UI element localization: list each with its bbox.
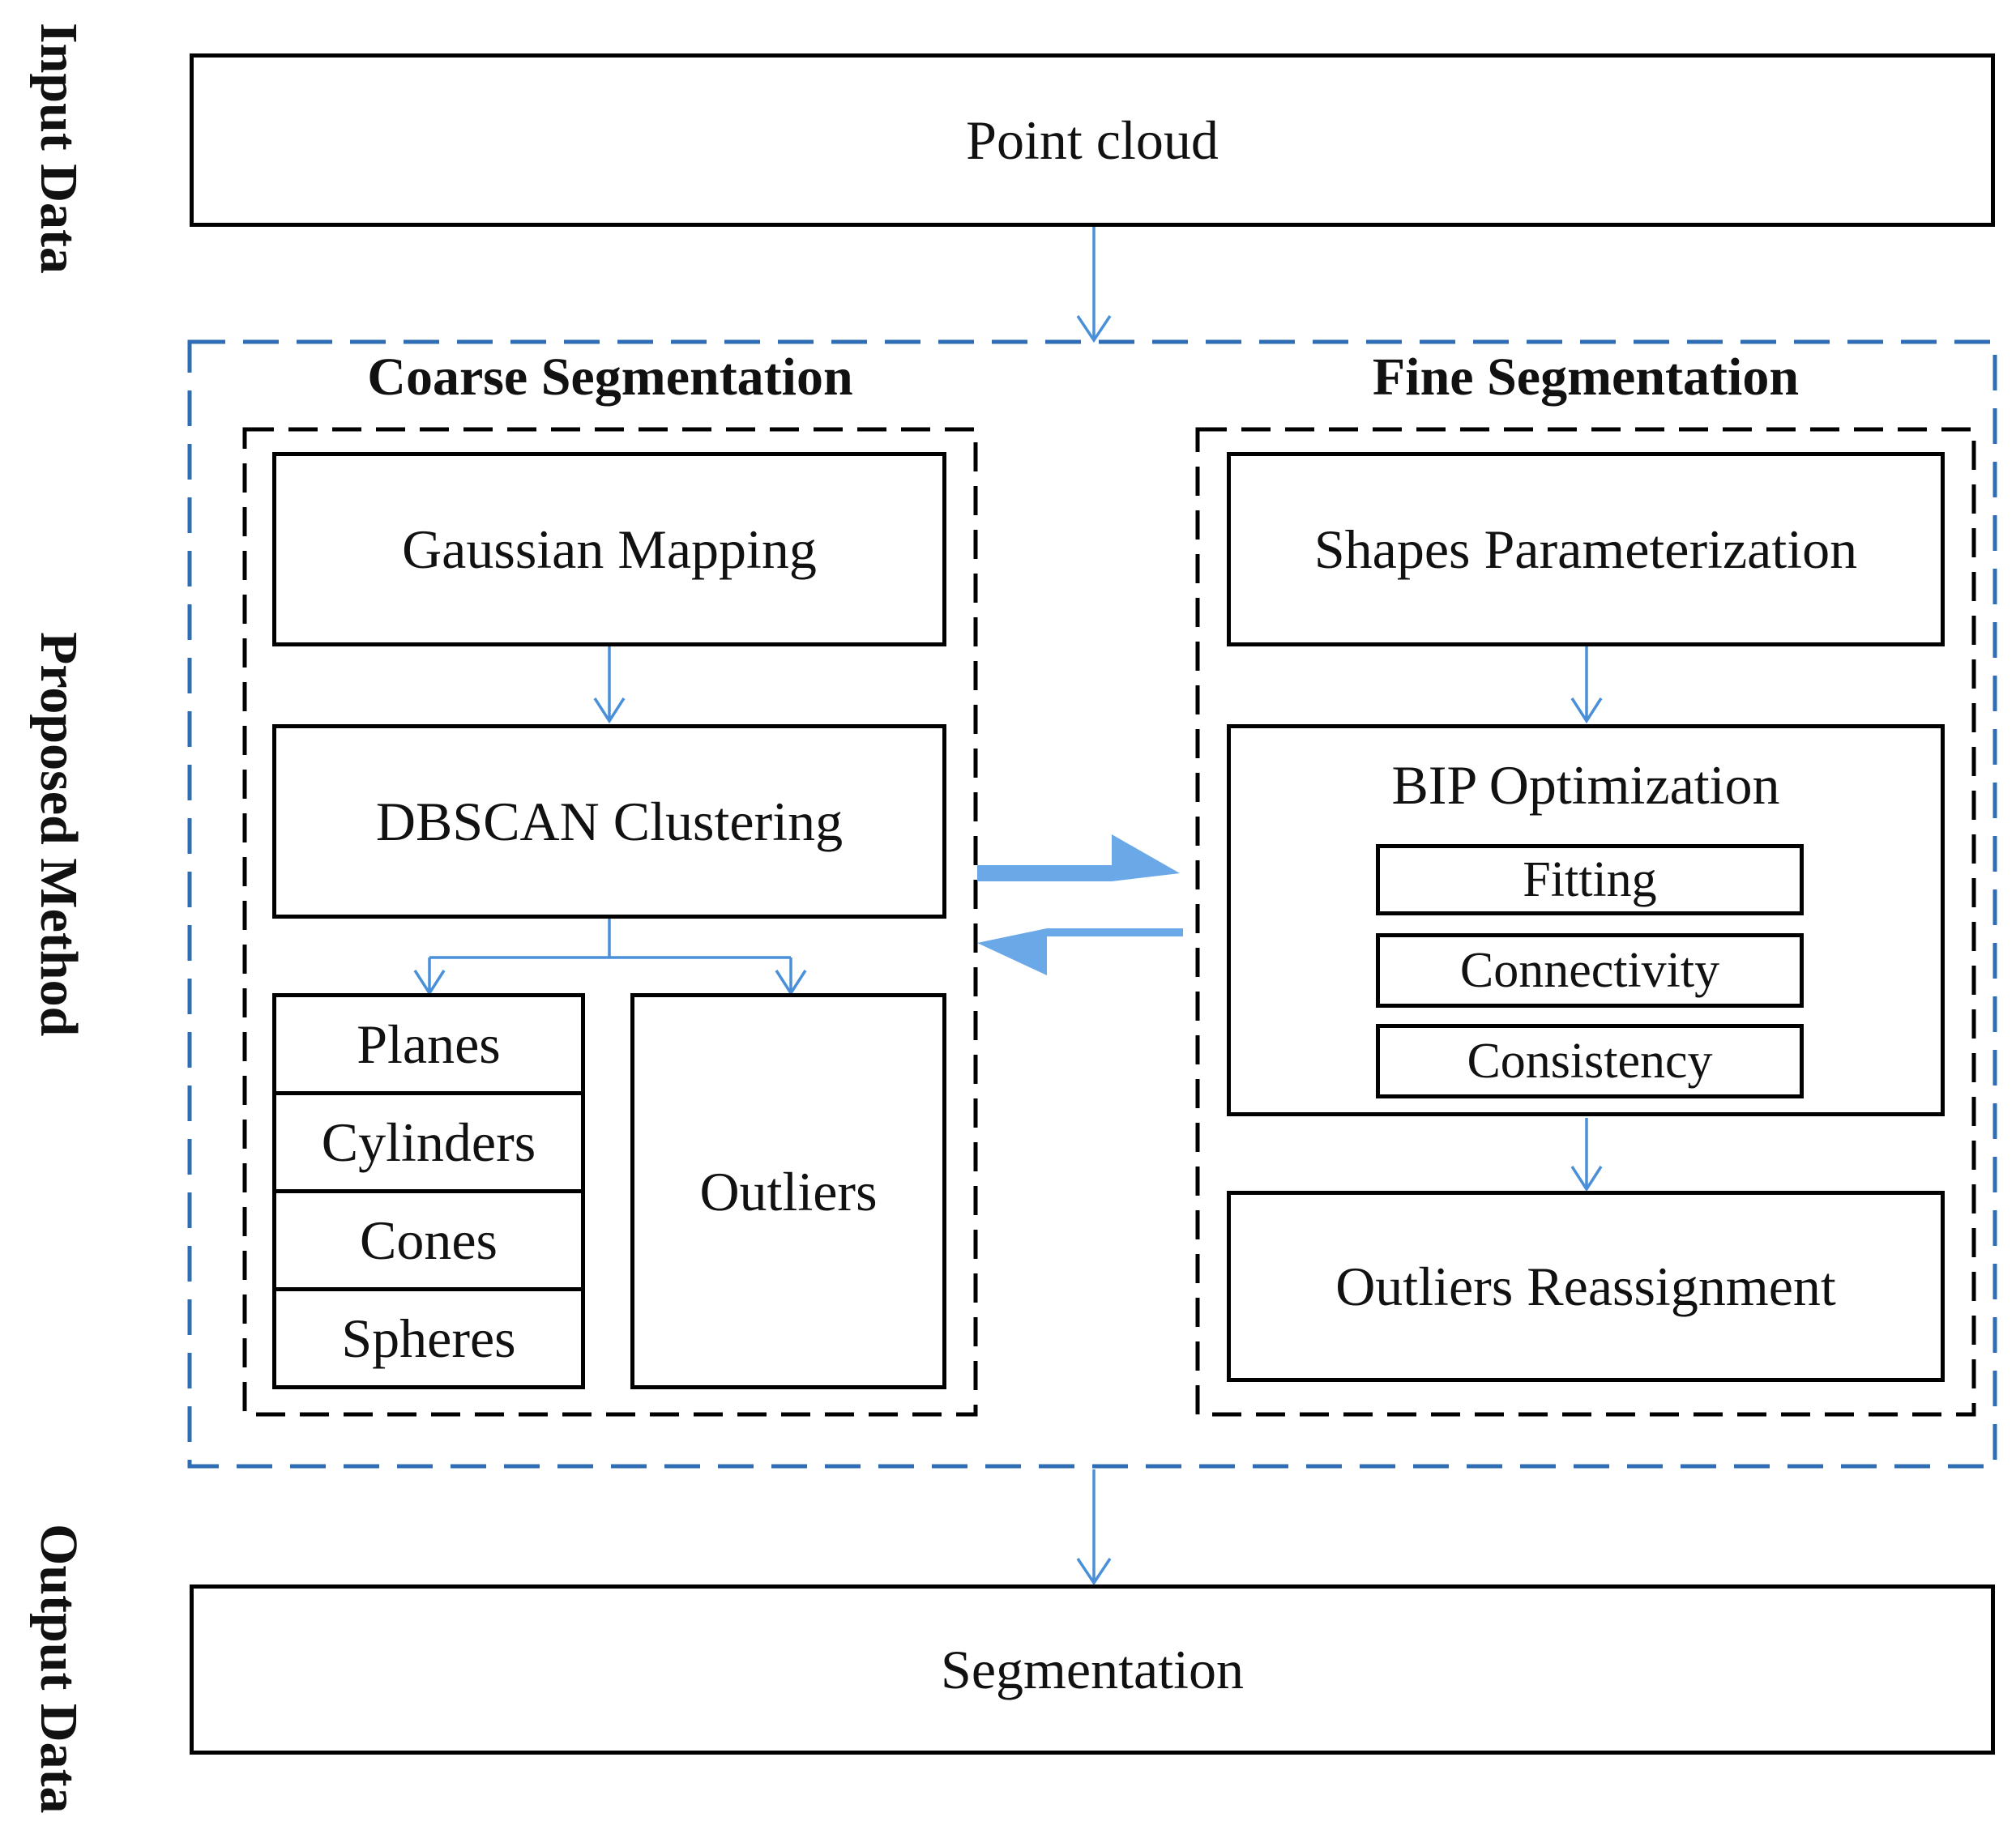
primitive-cylinders-box: Cylinders bbox=[272, 1091, 585, 1193]
primitive-cones-label: Cones bbox=[360, 1209, 498, 1271]
input-point-cloud-label: Point cloud bbox=[966, 109, 1219, 171]
coarse-segmentation-title: Coarse Segmentation bbox=[367, 348, 853, 407]
bip-optimization-box: BIP Optimization bbox=[1227, 724, 1945, 1116]
arrow-method-to-output-head bbox=[1076, 1558, 1112, 1586]
arrow-shapes-to-bip-head bbox=[1570, 697, 1603, 724]
outliers-label: Outliers bbox=[699, 1160, 878, 1222]
arrow-branch-right-head bbox=[775, 970, 807, 996]
gaussian-mapping-label: Gaussian Mapping bbox=[402, 518, 817, 580]
arrow-dbscan-branch bbox=[428, 919, 792, 992]
primitive-cylinders-label: Cylinders bbox=[321, 1111, 536, 1173]
dbscan-clustering-box: DBSCAN Clustering bbox=[272, 724, 946, 919]
criterion-fitting-label: Fitting bbox=[1523, 852, 1657, 907]
criterion-connectivity-box: Connectivity bbox=[1376, 933, 1804, 1008]
primitive-planes-box: Planes bbox=[272, 993, 585, 1095]
side-label-output: Output Data bbox=[29, 1524, 88, 1814]
side-label-input: Input Data bbox=[29, 23, 88, 274]
side-label-method: Proposed Method bbox=[29, 632, 88, 1037]
primitive-spheres-box: Spheres bbox=[272, 1287, 585, 1389]
output-segmentation-box: Segmentation bbox=[190, 1584, 1995, 1755]
primitive-spheres-label: Spheres bbox=[341, 1307, 516, 1369]
criterion-consistency-label: Consistency bbox=[1467, 1034, 1713, 1089]
big-arrow-left bbox=[977, 928, 1183, 975]
criterion-connectivity-label: Connectivity bbox=[1459, 943, 1720, 998]
outliers-reassignment-box: Outliers Reassignment bbox=[1227, 1191, 1945, 1382]
criterion-fitting-box: Fitting bbox=[1376, 844, 1804, 915]
arrow-bip-to-reassign-head bbox=[1570, 1166, 1603, 1192]
gaussian-mapping-box: Gaussian Mapping bbox=[272, 452, 946, 646]
outliers-box: Outliers bbox=[630, 993, 946, 1389]
output-segmentation-label: Segmentation bbox=[941, 1639, 1244, 1700]
arrow-branch-left-head bbox=[413, 970, 446, 996]
shapes-parameterization-label: Shapes Parameterization bbox=[1313, 518, 1858, 580]
shapes-parameterization-box: Shapes Parameterization bbox=[1227, 452, 1945, 646]
arrow-input-to-method-head bbox=[1076, 315, 1112, 343]
primitive-planes-label: Planes bbox=[357, 1013, 501, 1075]
bip-optimization-label: BIP Optimization bbox=[1391, 754, 1780, 816]
input-point-cloud-box: Point cloud bbox=[190, 53, 1995, 227]
fine-segmentation-title: Fine Segmentation bbox=[1372, 348, 1800, 407]
arrow-gaussian-to-dbscan-head bbox=[593, 697, 626, 724]
big-arrow-right bbox=[977, 834, 1180, 881]
primitive-cones-box: Cones bbox=[272, 1189, 585, 1291]
outliers-reassignment-label: Outliers Reassignment bbox=[1335, 1256, 1836, 1317]
criterion-consistency-box: Consistency bbox=[1376, 1024, 1804, 1098]
dbscan-clustering-label: DBSCAN Clustering bbox=[375, 791, 844, 852]
